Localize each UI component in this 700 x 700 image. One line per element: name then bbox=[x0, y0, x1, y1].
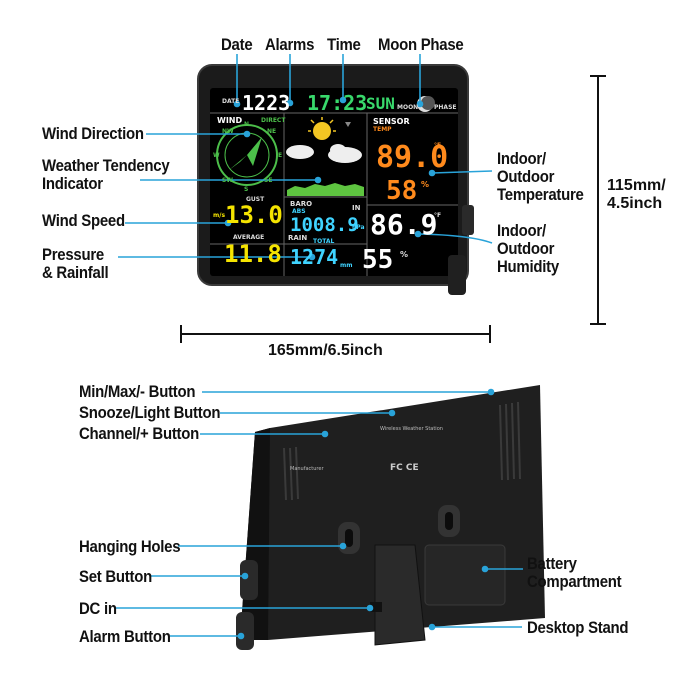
total-tag: TOTAL bbox=[313, 238, 335, 245]
outdoor-humidity-value: 58 bbox=[386, 176, 418, 206]
label-snooze-light-button: Snooze/Light Button bbox=[79, 403, 221, 422]
gust-value: 13.0 bbox=[225, 201, 283, 229]
label-time: Time bbox=[327, 35, 361, 54]
label-weather-tendency: Weather Tendency Indicator bbox=[42, 156, 170, 193]
indoor-temp-value: 86.9 bbox=[370, 208, 438, 241]
compass-n: N bbox=[244, 121, 250, 128]
compass-sw: SW bbox=[222, 177, 233, 184]
svg-text:Wireless Weather Station: Wireless Weather Station bbox=[380, 426, 443, 432]
indoor-humidity-value: 55 bbox=[362, 245, 394, 275]
back-leaders bbox=[115, 388, 523, 640]
average-value: 11.8 bbox=[224, 240, 282, 268]
label-wind-speed: Wind Speed bbox=[42, 211, 125, 230]
in-tag: IN bbox=[352, 204, 361, 212]
front-leaders bbox=[118, 54, 493, 261]
label-date: Date bbox=[221, 35, 253, 54]
label-hanging-holes: Hanging Holes bbox=[79, 537, 181, 556]
date-tag: DATE bbox=[222, 98, 240, 105]
sensor-tag: SENSOR bbox=[373, 117, 410, 126]
temp-tag: TEMP bbox=[373, 126, 392, 133]
label-indoor-outdoor-temp: Indoor/ Outdoor Temperature bbox=[497, 149, 584, 204]
label-dc-in: DC in bbox=[79, 599, 117, 618]
label-wind-direction: Wind Direction bbox=[42, 124, 144, 143]
compass-e: E bbox=[278, 152, 283, 159]
compass-s: S bbox=[244, 186, 249, 193]
compass-ne: NE bbox=[267, 128, 277, 135]
weekday-value: SUN bbox=[366, 94, 395, 113]
date-value: 1223 bbox=[242, 91, 291, 115]
gust-tag: GUST bbox=[246, 196, 265, 203]
indoor-temp-unit: °F bbox=[434, 212, 442, 219]
svg-text:Manufacturer: Manufacturer bbox=[290, 466, 324, 472]
outdoor-temp-unit: °F bbox=[434, 142, 442, 149]
gust-unit: m/s bbox=[213, 212, 226, 219]
label-alarms: Alarms bbox=[265, 35, 315, 54]
baro-tag: BARO bbox=[290, 200, 313, 208]
moon-tag: MOON bbox=[397, 104, 419, 111]
rain-value: 1274 bbox=[290, 245, 339, 269]
wind-tag: WIND bbox=[217, 116, 243, 125]
baro-value: 1008.9 bbox=[290, 214, 359, 236]
direct-tag: DIRECT bbox=[261, 117, 286, 124]
compass-nw: NW bbox=[222, 128, 234, 135]
outdoor-temp-value: 89.0 bbox=[376, 140, 449, 175]
back-device: Manufacturer Wireless Weather Station FC… bbox=[236, 385, 545, 650]
label-indoor-outdoor-humidity: Indoor/ Outdoor Humidity bbox=[497, 221, 559, 276]
baro-unit: hPa bbox=[352, 224, 365, 231]
rain-unit: mm bbox=[340, 262, 353, 269]
dimension-lines bbox=[180, 75, 606, 343]
label-alarm-button: Alarm Button bbox=[79, 627, 171, 646]
width-dimension: 165mm/6.5inch bbox=[268, 342, 383, 359]
label-battery-compartment: Battery Compartment bbox=[527, 554, 622, 591]
compass-se: SE bbox=[264, 177, 273, 184]
label-moon-phase: Moon Phase bbox=[378, 35, 464, 54]
label-min-max-button: Min/Max/- Button bbox=[79, 382, 196, 401]
compass-w: W bbox=[213, 152, 220, 159]
svg-text:FC CE: FC CE bbox=[390, 463, 419, 473]
abs-tag: ABS bbox=[292, 208, 306, 215]
average-tag: AVERAGE bbox=[233, 234, 265, 241]
label-channel-button: Channel/+ Button bbox=[79, 424, 200, 443]
height-dimension: 115mm/ 4.5inch bbox=[607, 177, 666, 212]
label-set-button: Set Button bbox=[79, 567, 152, 586]
time-value: 17:23 bbox=[307, 91, 368, 115]
phase-tag: PHASE bbox=[434, 104, 457, 111]
front-device bbox=[197, 64, 474, 295]
label-pressure-rainfall: Pressure & Rainfall bbox=[42, 245, 109, 282]
rain-tag: RAIN bbox=[288, 234, 308, 242]
label-desktop-stand: Desktop Stand bbox=[527, 618, 629, 637]
indoor-humidity-unit: % bbox=[400, 250, 409, 259]
outdoor-humidity-unit: % bbox=[421, 180, 430, 189]
